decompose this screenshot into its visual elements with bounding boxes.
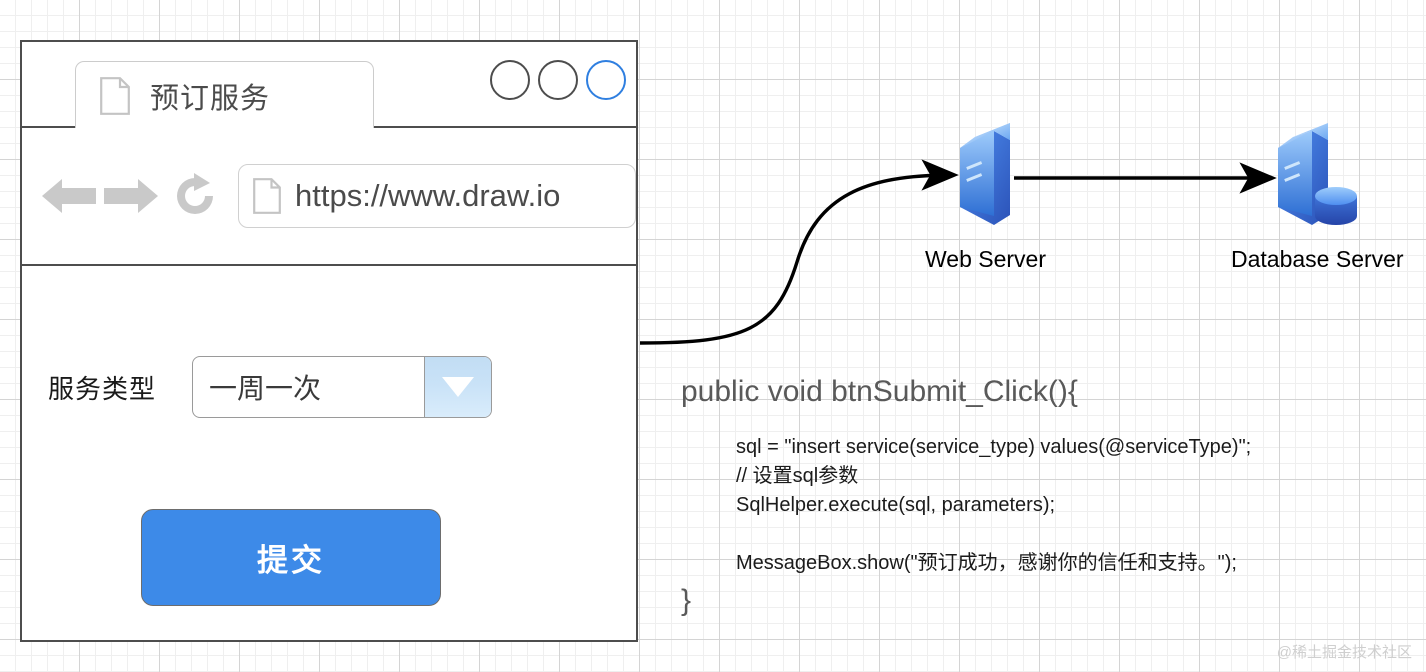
submit-button[interactable]: 提交: [141, 509, 441, 606]
code-body: sql = "insert service(service_type) valu…: [736, 433, 1381, 578]
code-signature: public void btnSubmit_Click(){: [681, 375, 1078, 408]
maximize-button[interactable]: [538, 60, 578, 100]
code-line: // 设置sql参数: [736, 465, 859, 487]
code-closing-brace: }: [681, 584, 692, 617]
window-controls: [490, 60, 626, 100]
reload-icon[interactable]: [170, 171, 220, 221]
submit-button-label: 提交: [257, 543, 325, 578]
browser-navbar: https://www.draw.io: [22, 128, 636, 266]
watermark: @稀土掘金技术社区: [1276, 644, 1412, 661]
database-server-icon: [1278, 123, 1357, 225]
minimize-button[interactable]: [490, 60, 530, 100]
browser-tab[interactable]: 预订服务: [75, 61, 374, 130]
back-arrow-icon[interactable]: [40, 173, 98, 219]
code-line: sql = "insert service(service_type) valu…: [736, 436, 1252, 458]
document-icon: [100, 77, 130, 115]
web-server-label: Web Server: [925, 246, 1047, 272]
service-type-value: 一周一次: [209, 373, 322, 404]
server-icon: [960, 123, 1010, 225]
edge-browser-to-web-server: [639, 159, 959, 345]
code-line-blank: [736, 520, 1381, 549]
close-button[interactable]: [586, 60, 626, 100]
triangle-glyph: [442, 377, 475, 397]
service-type-row: 服务类型 一周一次: [48, 356, 493, 418]
url-bar[interactable]: https://www.draw.io: [238, 164, 636, 228]
browser-titlebar: 预订服务: [22, 42, 636, 130]
browser-window: 预订服务 h: [20, 40, 638, 642]
service-type-label: 服务类型: [48, 373, 157, 404]
chevron-down-icon[interactable]: [424, 357, 492, 417]
browser-tab-label: 预订服务: [150, 83, 271, 115]
forward-arrow-icon[interactable]: [102, 173, 160, 219]
code-line: SqlHelper.execute(sql, parameters);: [736, 494, 1056, 516]
url-text: https://www.draw.io: [295, 178, 561, 213]
database-server-label: Database Server: [1231, 246, 1404, 272]
browser-page-content: 服务类型 一周一次 提交: [22, 266, 636, 640]
service-type-select[interactable]: 一周一次: [192, 356, 493, 418]
code-block: public void btnSubmit_Click(){ sql = "in…: [681, 375, 1381, 618]
code-line: MessageBox.show("预订成功，感谢你的信任和支持。");: [736, 552, 1237, 574]
page-icon: [253, 178, 281, 214]
